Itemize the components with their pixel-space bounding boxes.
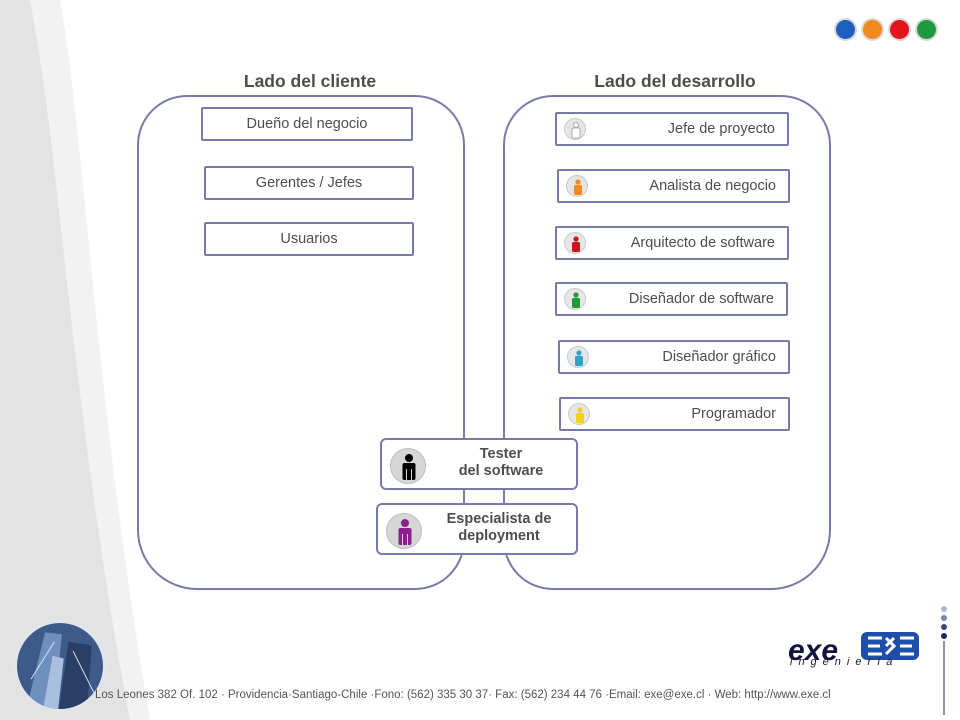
tester-line-1: Tester — [479, 446, 523, 462]
deployment-label: Especialista de deployment — [428, 511, 570, 545]
color-dots — [836, 20, 936, 39]
client-column-title: Lado del cliente — [243, 71, 377, 91]
role-dueno-negocio: Dueño del negocio — [201, 107, 413, 141]
role-arquitecto-software: Arquitecto de software — [555, 226, 789, 260]
person-icon — [386, 513, 422, 549]
logo-text: exe — [788, 634, 838, 667]
person-icon — [566, 175, 588, 197]
role-label: Gerentes / Jefes — [255, 175, 363, 191]
tester-line-2: del software — [458, 463, 544, 479]
role-gerentes-jefes: Gerentes / Jefes — [204, 166, 414, 200]
role-jefe-proyecto: Jefe de proyecto — [555, 112, 789, 146]
role-label: Jefe de proyecto — [667, 121, 775, 137]
role-tester: Tester del software — [380, 438, 578, 490]
role-label: Diseñador gráfico — [662, 349, 776, 365]
dev-column-title: Lado del desarrollo — [594, 71, 756, 91]
person-icon — [390, 448, 426, 484]
person-icon — [564, 288, 586, 310]
building-badge-image — [14, 620, 106, 712]
person-icon — [568, 403, 590, 425]
role-disenador-grafico: Diseñador gráfico — [558, 340, 790, 374]
role-usuarios: Usuarios — [204, 222, 414, 256]
role-label: Dueño del negocio — [246, 116, 368, 132]
role-deployment: Especialista de deployment — [376, 503, 578, 555]
vertical-dots-decoration — [941, 606, 947, 715]
deployment-line-1: Especialista de — [446, 511, 552, 527]
blue-dot — [836, 20, 855, 39]
logo-subtitle: ingeniería — [790, 656, 899, 668]
role-label: Arquitecto de software — [630, 235, 775, 251]
tester-label: Tester del software — [432, 446, 570, 480]
person-icon — [567, 346, 589, 368]
role-programador: Programador — [559, 397, 790, 431]
orange-dot — [863, 20, 882, 39]
role-label: Diseñador de software — [628, 291, 774, 307]
role-label: Programador — [691, 406, 776, 422]
role-disenador-software: Diseñador de software — [555, 282, 788, 316]
green-dot — [917, 20, 936, 39]
red-dot — [890, 20, 909, 39]
role-label: Analista de negocio — [649, 178, 776, 194]
exe-logo: exe — [788, 632, 919, 667]
person-icon — [564, 118, 586, 140]
person-icon — [564, 232, 586, 254]
role-label: Usuarios — [280, 231, 338, 247]
footer-contact: Los Leones 382 Of. 102 · Providencia·San… — [95, 689, 831, 701]
role-analista-negocio: Analista de negocio — [557, 169, 790, 203]
deployment-line-2: deployment — [458, 528, 540, 544]
